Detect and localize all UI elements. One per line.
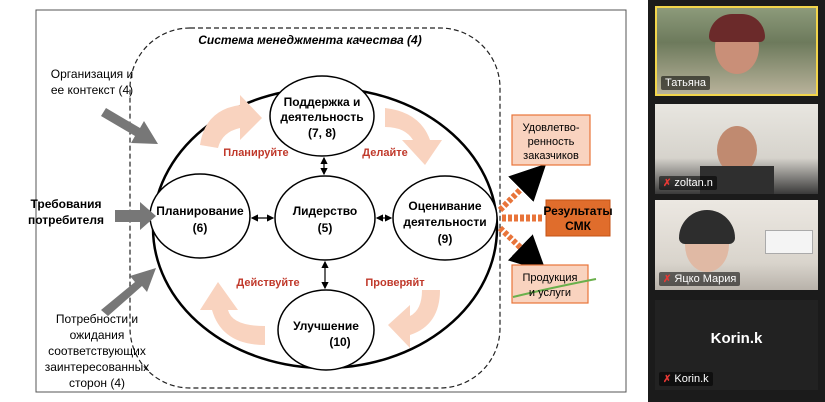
leadership-circle: [274, 175, 376, 261]
participant-name-tag: ✗ Яцко Мария: [659, 272, 741, 286]
customer-reqs-line2: потребителя: [28, 213, 104, 227]
satisfaction-output-arrow: [497, 163, 547, 213]
participant-tile-zoltan[interactable]: ✗ zoltan.n: [655, 104, 818, 194]
evaluation-line3: (9): [438, 232, 453, 246]
products-line1: Продукция: [522, 272, 577, 284]
products-line2: и услуги: [529, 287, 571, 299]
support-line3: (7, 8): [308, 126, 336, 140]
plan-arrow: [200, 95, 262, 148]
stakeholders-line1: Потребности и: [56, 312, 138, 326]
products-output-arrow: [497, 225, 547, 273]
act-arrow: [200, 282, 265, 345]
participants-panel: Татьяна ✗ zoltan.n ✗ Яцко Мария Korin.k …: [648, 0, 825, 402]
improvement-line2: (10): [329, 335, 350, 349]
results-line1: Результаты: [543, 204, 612, 218]
participant-name: Korin.k: [674, 373, 709, 385]
participant-tile-tatyana[interactable]: Татьяна: [655, 6, 818, 96]
leadership-line2: (5): [318, 221, 333, 235]
improvement-circle: [277, 289, 375, 371]
planning-line1: Планирование: [156, 204, 244, 218]
check-label: Проверяйт: [365, 277, 425, 289]
participant-name-tag: ✗ Korin.k: [659, 372, 713, 386]
do-arrow: [385, 108, 442, 165]
participant-name: zoltan.n: [674, 177, 713, 189]
participant-name-tag: ✗ zoltan.n: [659, 176, 717, 190]
qms-diagram: Система менеджмента качества (4) Организ…: [28, 9, 627, 393]
participant-tile-korin[interactable]: Korin.k ✗ Korin.k: [655, 300, 818, 390]
slide-frame: [35, 9, 627, 393]
shared-screen-slide: Система менеджмента качества (4) Организ…: [0, 0, 648, 402]
participant-display-name: Korin.k: [710, 330, 763, 347]
do-label: Делайте: [362, 147, 407, 159]
improvement-line1: Улучшение: [293, 319, 359, 333]
support-circle: [269, 75, 375, 157]
stakeholders-line5: сторон (4): [69, 376, 125, 390]
satisfaction-line3: заказчиков: [523, 150, 579, 162]
participant-name: Яцко Мария: [674, 273, 737, 285]
check-arrow: [388, 290, 440, 348]
qms-title: Система менеджмента качества (4): [198, 33, 421, 47]
evaluation-line1: Оценивание: [408, 199, 482, 213]
plan-label: Планируйте: [223, 147, 288, 159]
results-line2: СМК: [565, 219, 592, 233]
participant-hair: [709, 14, 765, 42]
stakeholders-line3: соответствующих: [48, 344, 146, 358]
stakeholders-arrow: [101, 268, 156, 316]
results-box: [545, 199, 611, 237]
evaluation-circle: [392, 175, 498, 261]
stakeholders-line4: заинтересованных: [45, 360, 150, 374]
satisfaction-box: [511, 114, 591, 166]
leadership-line1: Лидерство: [293, 204, 358, 218]
participant-tile-maria[interactable]: ✗ Яцко Мария: [655, 200, 818, 290]
mic-muted-icon: ✗: [663, 177, 672, 189]
mic-muted-icon: ✗: [663, 373, 672, 385]
customer-reqs-arrow: [115, 202, 156, 230]
customer-reqs-line1: Требования: [31, 197, 102, 211]
stakeholders-line2: ожидания: [70, 328, 125, 342]
evaluation-line2: деятельности: [403, 215, 486, 229]
participant-name: Татьяна: [665, 77, 707, 89]
org-context-arrow: [101, 108, 158, 144]
org-context-line2: ее контекст (4): [51, 83, 133, 97]
background-printer: [765, 230, 813, 254]
satisfaction-line2: ренность: [528, 136, 575, 148]
planning-line2: (6): [193, 221, 208, 235]
support-line2: деятельность: [280, 110, 363, 124]
org-context-line1: Организация и: [51, 67, 133, 81]
satisfaction-line1: Удовлетво-: [523, 122, 580, 134]
participant-name-tag: Татьяна: [661, 76, 711, 90]
mic-muted-icon: ✗: [663, 273, 672, 285]
support-line1: Поддержка и: [284, 95, 361, 109]
pen-annotation: [512, 278, 597, 298]
act-label: Действуйте: [236, 277, 299, 289]
